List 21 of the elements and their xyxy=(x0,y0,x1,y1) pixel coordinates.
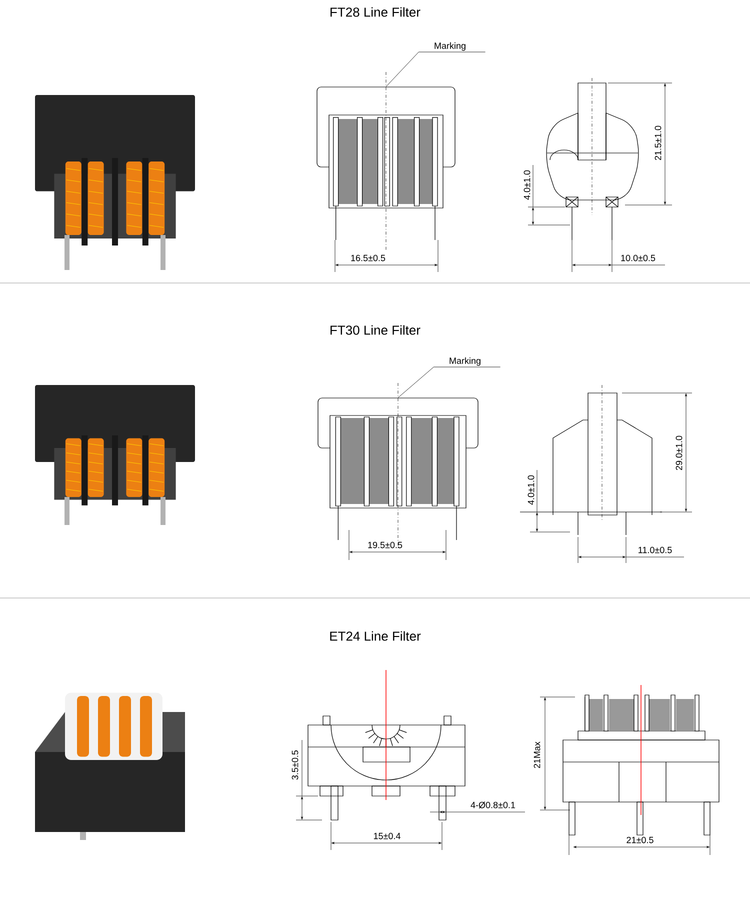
dimension-label: 21±0.5 xyxy=(626,836,654,844)
dimension-label: 4-Ø0.8±0.1 xyxy=(470,802,516,808)
dimension-label: 21.5±1.0 xyxy=(654,126,662,160)
leader-line xyxy=(398,366,500,398)
front-view-drawing xyxy=(318,382,478,550)
dimension-label: 4.0±1.0 xyxy=(528,475,534,505)
dimension-label: 19.5±0.5 xyxy=(368,542,402,548)
dimension-label: 3.5±0.5 xyxy=(292,750,298,780)
dimension-label: 10.0±0.5 xyxy=(621,254,656,262)
dimension-label: 21Max xyxy=(534,742,540,768)
front-view-drawing xyxy=(316,72,456,250)
marking-label: Marking xyxy=(450,357,480,366)
dimension-label: 29.0±1.0 xyxy=(676,436,682,470)
dimension-label: 15±0.4 xyxy=(374,832,400,840)
leader-line xyxy=(386,52,486,87)
title: ET24 Line Filter xyxy=(330,631,421,641)
marking-label: Marking xyxy=(434,42,466,51)
dimension-label: 11.0±0.5 xyxy=(638,546,672,554)
title: FT30 Line Filter xyxy=(330,325,420,335)
title: FT28 Line Filter xyxy=(330,7,420,17)
dimension-label: 4.0±1.0 xyxy=(524,170,530,200)
